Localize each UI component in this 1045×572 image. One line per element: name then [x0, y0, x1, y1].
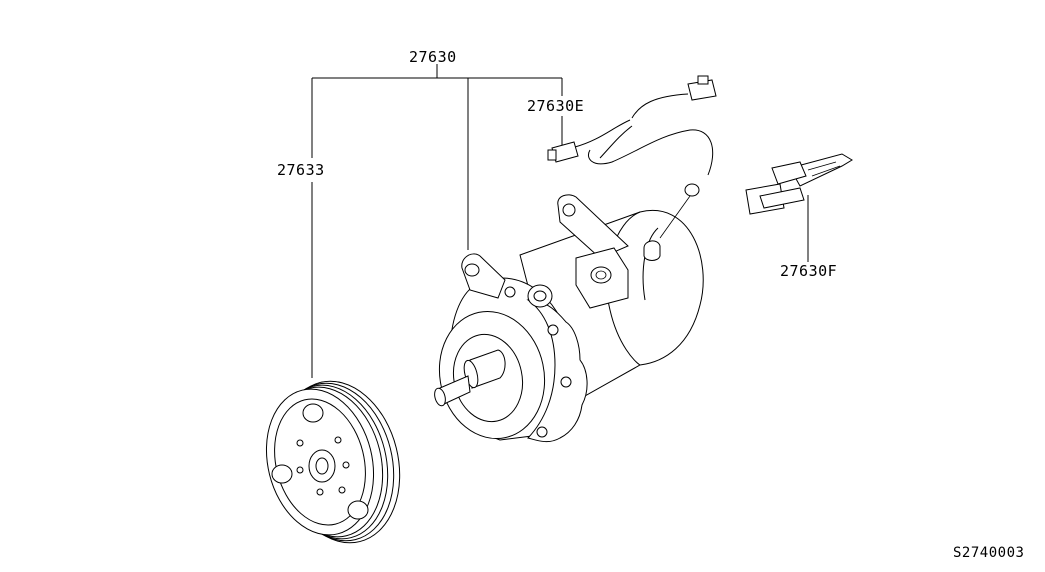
- compressor-harness: [547, 75, 717, 239]
- callout-27630f: 27630F: [780, 262, 837, 280]
- leader-lines: [311, 64, 809, 378]
- drawing-code: S2740003: [953, 545, 1024, 561]
- callout-27630: 27630: [409, 48, 457, 66]
- compressor-assembly: [434, 194, 704, 443]
- callout-27633: 27633: [277, 161, 325, 179]
- clutch-pulley: [265, 380, 401, 544]
- harness-clip: [745, 153, 853, 215]
- callout-27630e: 27630E: [527, 97, 584, 115]
